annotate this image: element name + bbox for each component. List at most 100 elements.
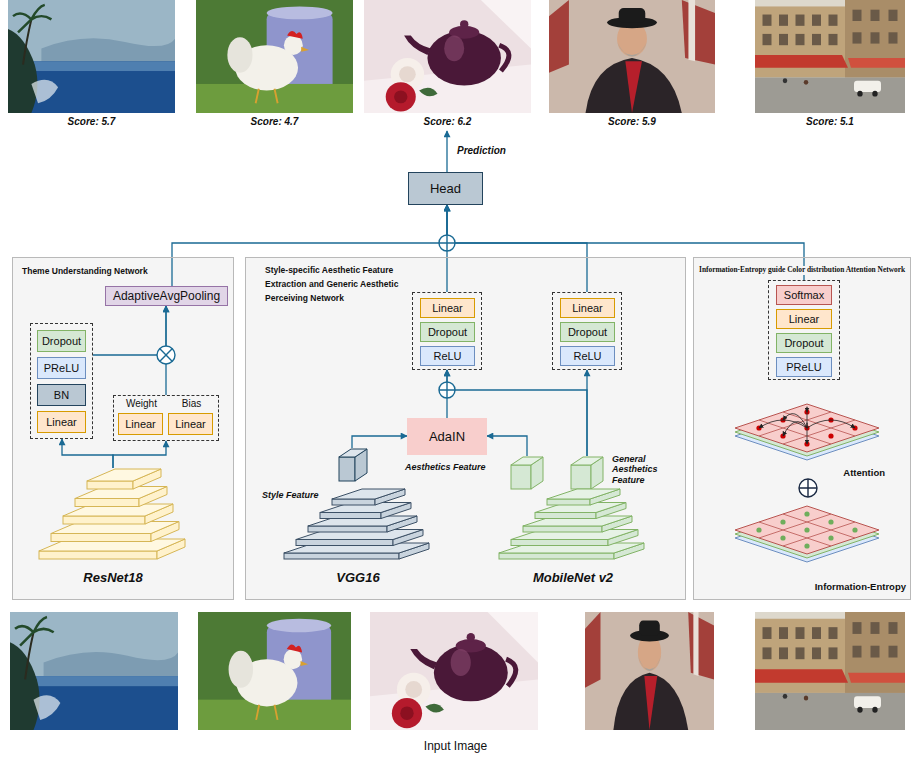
network-panel: Style-specific Aesthetic Feature Extract… [245, 257, 686, 600]
product-symbol [157, 346, 175, 364]
box-label: Linear [572, 303, 603, 314]
backbone-label: ResNet18 [38, 570, 188, 585]
backbone-network: VGG16 [283, 488, 433, 592]
box-heading: Bias [157, 399, 226, 409]
connector-arrow [586, 370, 587, 456]
painting-image [549, 0, 715, 113]
box-label: Dropout [784, 338, 823, 349]
box-label: Dropout [568, 327, 607, 338]
score-text: Score: 5.1 [755, 116, 905, 127]
feature-map: General Aesthetics Feature [570, 456, 674, 492]
connector-arrow [352, 436, 407, 448]
box-label: PReLU [44, 363, 79, 374]
score-text: Score: 4.7 [196, 116, 353, 127]
feature-slab [570, 456, 606, 490]
box-label: Softmax [784, 290, 824, 301]
panel-title: Theme Understanding Network [22, 266, 148, 276]
box-label: Linear [125, 419, 156, 430]
connector-arrow [446, 131, 447, 172]
box-label: ReLU [573, 351, 601, 362]
input-painting [370, 612, 538, 730]
feature-label: Style Feature [262, 490, 336, 500]
box-label: Dropout [42, 336, 81, 347]
map-label: Information-Entropy [815, 581, 906, 592]
layer-box: Dropout [37, 330, 86, 352]
dashed-group: LinearDropoutReLU [552, 292, 622, 370]
panel-title: Style-specific Aesthetic Feature Extract… [265, 263, 405, 305]
layer-box: Linear [420, 298, 475, 318]
input-painting [585, 612, 714, 730]
layer-box: Dropout [560, 322, 615, 342]
painting-image [8, 0, 175, 113]
dashed-group: DropoutPReLU BN Linear [30, 323, 93, 439]
panel-ground [12, 257, 234, 600]
box-label: Linear [175, 419, 206, 430]
box-label: Dropout [428, 327, 467, 338]
figure-caption: Input Image [0, 739, 911, 753]
entropy-map: Information-Entropy [730, 500, 906, 592]
attention-map: Attention [730, 390, 885, 478]
backbone-label: MobileNet v2 [498, 570, 648, 585]
input-painting [198, 612, 351, 730]
backbone-layers [38, 468, 188, 560]
sum-symbol [439, 235, 455, 251]
score-text: Score: 5.9 [549, 116, 715, 127]
box-label: Linear [46, 417, 77, 428]
layer-box: BiasLinear [168, 413, 213, 435]
network-panel: Theme Understanding NetworkAdaptiveAvgPo… [12, 257, 234, 600]
layer-box: Linear [37, 411, 86, 433]
feature-grid [730, 500, 885, 575]
layer-box: Dropout [420, 322, 475, 342]
painting-thumbnail: Score: 4.7 [196, 0, 353, 131]
layer-box: ReLU [420, 346, 475, 366]
layer-box: Softmax [776, 285, 832, 305]
connector-arrow [447, 205, 587, 292]
feature-map: Aesthetics Feature [405, 456, 547, 492]
layer-box: BN [37, 384, 86, 406]
box-label: AdaptiveAvgPooling [113, 290, 220, 302]
feature-label: General Aesthetics Feature [612, 454, 670, 485]
box-label: Head [430, 182, 461, 195]
painting-thumbnail: Score: 5.1 [755, 0, 905, 131]
feature-slab [510, 456, 546, 490]
painting-thumbnail: Score: 5.9 [549, 0, 715, 131]
feature-label: Aesthetics Feature [405, 462, 505, 472]
dashed-group: WeightLinearBiasLinear [113, 395, 219, 441]
input-image-row [10, 612, 905, 730]
adain-box: AdaIN [407, 418, 487, 455]
layer-box: Linear [776, 309, 832, 329]
score-text: Score: 6.2 [364, 116, 531, 127]
edge-label: Prediction [457, 145, 506, 156]
panel-ground [693, 257, 911, 600]
box-label: Linear [432, 303, 463, 314]
box-label: AdaIN [429, 430, 465, 443]
layer-box: Dropout [776, 333, 832, 353]
backbone-layers [283, 488, 433, 560]
input-painting [755, 612, 905, 730]
backbone-layers [498, 488, 648, 560]
pooling-box: AdaptiveAvgPooling [105, 286, 228, 306]
painting-image [196, 0, 353, 113]
sum-symbol [799, 479, 817, 497]
connector-arrow [113, 441, 166, 468]
box-label: ReLU [433, 351, 461, 362]
connector-arrow [93, 306, 166, 355]
painting-image [755, 0, 905, 113]
connector-arrow [62, 439, 113, 468]
feature-slab [338, 448, 368, 482]
box-heading: Weight [107, 399, 176, 409]
dashed-group: SoftmaxLinearDropoutPReLU [768, 280, 840, 380]
map-label: Attention [843, 467, 885, 478]
panel-ground [245, 257, 686, 600]
score-text: Score: 5.7 [8, 116, 175, 127]
layer-box: WeightLinear [118, 413, 163, 435]
sum-symbol [439, 382, 455, 398]
backbone-network: MobileNet v2 [498, 488, 648, 592]
input-painting [10, 612, 178, 730]
connector-arrow [487, 436, 527, 456]
box-label: BN [54, 390, 69, 401]
feature-grid [730, 390, 885, 465]
painting-image [364, 0, 531, 113]
panel-title: Information-Entropy guide Color distribu… [699, 266, 905, 275]
box-label: Linear [789, 314, 820, 325]
